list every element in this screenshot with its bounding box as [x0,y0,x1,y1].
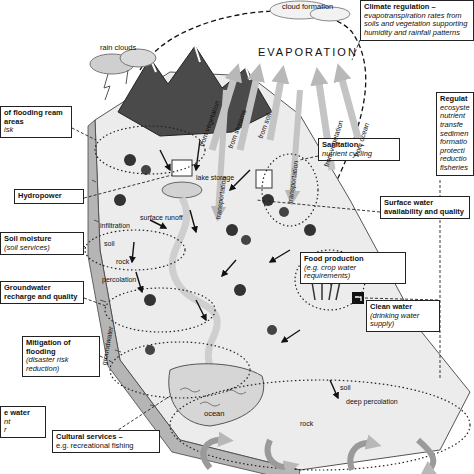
curved-arrow [418,440,433,472]
illustration-label: EVAPORATION [258,46,358,58]
callout-heading: Hydropower [18,192,80,201]
tree [279,207,289,217]
callout-box: Climate regulation –evapotranspiration r… [360,0,474,41]
illustration-label: soil [340,384,351,392]
leader-lines [72,40,440,438]
tree [262,194,274,206]
flow-arrow [132,242,134,262]
dotted-ellipse [85,230,185,270]
callout-body: (disaster risk reduction) [26,356,96,373]
curved-arrow [203,440,226,468]
tree [226,224,238,236]
tree [304,224,316,236]
evaporation-arrow [270,74,282,140]
callout-heading: Food production [304,255,402,264]
illustration-label: percolation [102,276,136,284]
illustration-label: deep percolation [346,398,398,406]
tree [145,345,155,355]
toilet-icon [256,170,272,188]
illustration-label: lake storage [196,174,234,182]
waves [180,388,246,406]
callout-box: Groundwater recharge and quality [0,281,84,304]
callout-heading: Mitigation of flooding [26,339,96,356]
tree [114,194,126,206]
rain-lines [104,70,128,100]
lake [162,182,202,198]
callout-heading: Surface water availability and quality [384,199,466,216]
bottom-flow-arrows [203,440,433,472]
callout-heading: Clean water [370,303,436,312]
callout-body: isk [4,126,68,135]
callout-body: e.g. recreational fishing [56,442,156,451]
leader-line [300,156,318,160]
tap-icon [352,292,364,304]
callout-heading: of flooding ream areas [4,109,68,126]
tree [267,325,277,335]
dotted-ellipse [105,288,215,332]
dotted-ellipse [262,154,318,226]
flow-arrow [160,150,170,170]
callout-box: Regulatecosyste nutrient transfe sedimen… [436,92,474,176]
callout-box: Cultural services –e.g. recreational fis… [52,430,160,453]
flow-arrow [270,250,290,262]
callout-heading: Cultural services – [56,433,156,442]
illustration-label: ocean [204,410,224,418]
tree [234,284,246,296]
dotted-ellipse [95,126,205,174]
callout-heading: Groundwater recharge and quality [4,284,80,301]
callout-body: (soil services) [4,244,80,253]
flow-arrow [196,300,206,320]
callout-heading: e water [4,409,42,418]
callout-heading: Climate regulation – [364,3,470,12]
illustration-label: infiltration [100,222,130,230]
callout-heading: Soil moisture [4,235,80,244]
focus-ellipses [85,126,470,470]
callout-body: ecosyste nutrient transfe sedimen format… [440,104,470,173]
tap-symbol [355,297,361,301]
callout-box: Mitigation of flooding(disaster risk red… [22,336,100,377]
leader-line [256,200,380,212]
callout-box: Surface water availability and quality [380,196,470,219]
illustration-label: cloud formation [282,3,333,11]
leader-line [84,175,172,198]
flow-arrow [190,210,196,232]
flow-arrow [222,260,236,276]
dotted-ellipse [110,342,250,398]
curved-arrow [350,443,374,470]
illustration-label: surface runoff [140,214,183,222]
flow-arrow [282,330,300,342]
callout-body: r [4,426,42,435]
callout-body: (e.g. crop water requirements) [304,264,402,281]
tree [144,294,156,306]
tree [241,235,251,245]
illustration-label: rock [116,258,129,266]
callout-body: evapotranspiration rates from soils and … [364,12,470,38]
flow-arrow [330,380,338,398]
ocean-area [169,364,264,426]
trees [114,154,316,355]
illustration-label: rock [300,420,313,428]
callout-body: nt [4,418,42,427]
callout-box: Food production(e.g. crop water requirem… [300,252,406,284]
callout-heading: Regulat [440,95,470,104]
lake-icon [172,160,192,176]
callout-box: Clean water(drinking water supply) [366,300,440,332]
callout-box: Hydropower [14,189,84,204]
illustration-label: rain clouds [100,44,136,52]
callout-body: (drinking water supply) [370,312,436,329]
flow-arrow [136,272,142,292]
callout-box: Soil moisture(soil services) [0,232,84,255]
tree [124,154,136,166]
dotted-ellipse [170,380,470,470]
illustration-label: soil [104,240,115,248]
callout-box: e waterntr [0,406,46,438]
callout-box: of flooding ream areasisk [0,106,72,138]
soil-rock-section [88,120,300,474]
leader-line [84,246,86,248]
curved-arrow [268,440,292,467]
leader-line [84,298,106,306]
flow-arrow [150,220,166,228]
leader-line [72,128,96,140]
